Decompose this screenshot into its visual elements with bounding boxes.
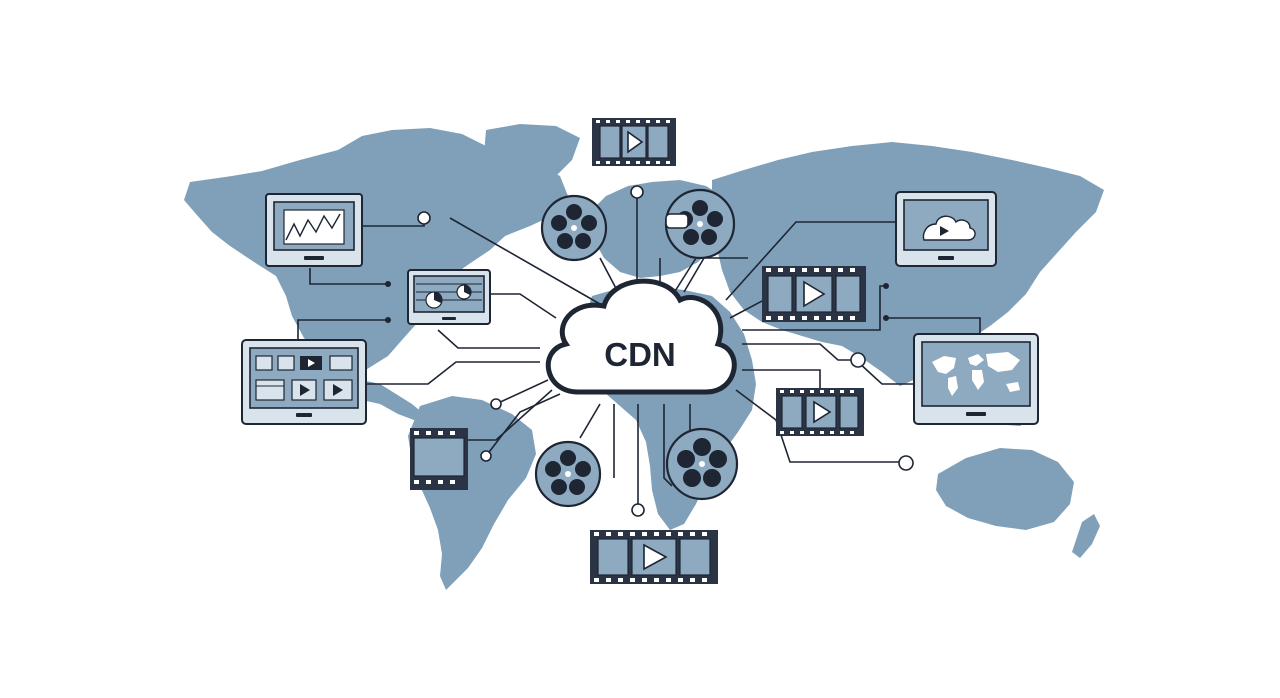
play-icon bbox=[627, 130, 644, 154]
node-dot bbox=[883, 283, 889, 289]
node-dot bbox=[631, 503, 645, 517]
link-reel-bottom-left bbox=[579, 403, 601, 439]
monitor-cloud-play bbox=[895, 191, 997, 267]
node-dot bbox=[385, 317, 391, 323]
node-dot bbox=[490, 398, 502, 410]
film-cell bbox=[597, 538, 629, 576]
node-dot bbox=[417, 211, 431, 225]
node-dot bbox=[850, 352, 866, 368]
link-film-right-top bbox=[729, 299, 765, 319]
monitor-pie-chart bbox=[407, 269, 491, 325]
link-map-monitor bbox=[857, 361, 916, 385]
film-cell bbox=[781, 395, 803, 429]
node-dot bbox=[630, 185, 644, 199]
film-cell bbox=[599, 125, 621, 159]
connector-dots bbox=[385, 185, 914, 517]
film-perforations bbox=[594, 532, 707, 582]
cdn-label: CDN bbox=[604, 336, 676, 373]
node-dot bbox=[883, 315, 889, 321]
node-dot bbox=[385, 281, 391, 287]
video-gallery-icon bbox=[255, 355, 353, 401]
monitor-screen bbox=[413, 275, 485, 313]
film-perforations bbox=[780, 390, 854, 434]
film-cell bbox=[647, 125, 669, 159]
link-tablet-right bbox=[366, 361, 540, 385]
monitor-world-map bbox=[913, 333, 1039, 425]
film-reel-top-right bbox=[664, 188, 736, 260]
link-bottom-right bbox=[663, 404, 673, 487]
film-strip-right-mid bbox=[776, 388, 864, 436]
monitor-line-chart bbox=[265, 193, 363, 267]
film-perforations bbox=[414, 431, 455, 484]
cdn-cloud-hub: CDN bbox=[545, 278, 737, 395]
play-icon bbox=[643, 543, 668, 571]
film-cell bbox=[767, 275, 793, 313]
film-strip-left bbox=[410, 428, 468, 490]
link-sa-dot-2 bbox=[485, 393, 561, 457]
play-icon bbox=[813, 400, 832, 424]
world-map-icon bbox=[932, 352, 1020, 396]
film-cell bbox=[839, 395, 859, 429]
film-strip-right-top bbox=[762, 266, 866, 322]
tablet-video-gallery bbox=[241, 339, 367, 425]
continent-australia bbox=[936, 448, 1074, 530]
link-sa-dot bbox=[495, 379, 549, 405]
film-perforations bbox=[596, 120, 670, 164]
link-west-to-cloud bbox=[437, 329, 540, 349]
landmass-greenland bbox=[484, 124, 580, 196]
landmass-new-zealand bbox=[1072, 514, 1100, 558]
link-cloud-monitor bbox=[725, 221, 896, 301]
node-dot bbox=[898, 455, 914, 471]
link-north-to-cloud bbox=[449, 217, 601, 305]
link-east-line bbox=[742, 343, 858, 361]
film-cell bbox=[835, 275, 861, 313]
line-chart-icon bbox=[285, 213, 341, 241]
film-reel-bottom-right bbox=[665, 427, 739, 501]
cloud-play-icon bbox=[922, 215, 976, 241]
film-reel-top-left bbox=[540, 194, 608, 262]
link-tablet-top bbox=[297, 319, 388, 340]
film-strip-top bbox=[592, 118, 676, 166]
link-us-region bbox=[309, 268, 388, 285]
cloud-icon bbox=[545, 278, 737, 395]
film-cell bbox=[679, 538, 711, 576]
link-east-dot bbox=[886, 317, 981, 334]
link-film-right-mid bbox=[742, 369, 821, 388]
link-pie-monitor bbox=[490, 293, 557, 319]
connection-lines bbox=[297, 196, 981, 508]
link-reel-top-right bbox=[671, 257, 697, 297]
film-frame-icon bbox=[413, 437, 465, 477]
film-reel-bottom-left bbox=[534, 440, 602, 508]
play-icon bbox=[803, 280, 826, 308]
film-perforations bbox=[766, 268, 855, 320]
film-strip-bottom bbox=[590, 530, 718, 584]
link-southeast bbox=[735, 389, 906, 463]
node-dot bbox=[480, 450, 492, 462]
continent-south-america bbox=[408, 396, 536, 590]
